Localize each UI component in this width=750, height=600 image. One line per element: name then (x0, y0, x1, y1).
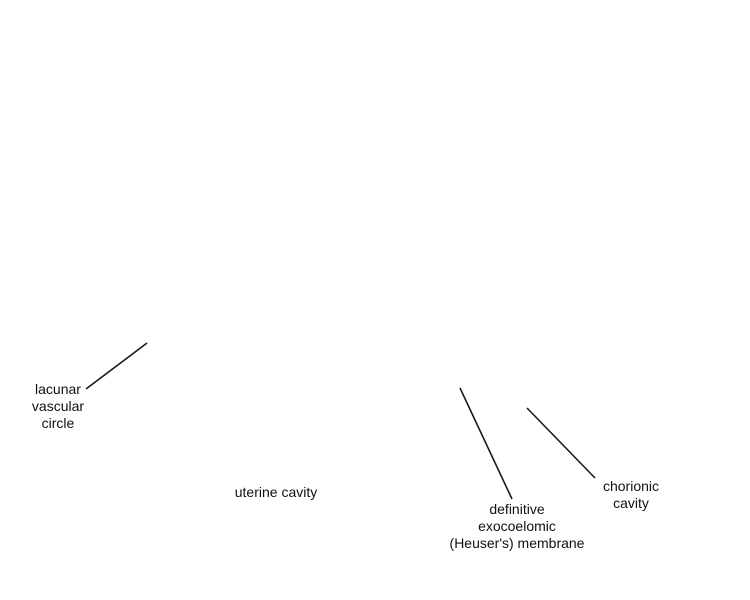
label-line: exocoelomic (478, 518, 556, 534)
label-line: lacunar (35, 381, 81, 397)
label-line: vascular (31, 398, 85, 414)
label-line: (Heuser's) membrane (449, 535, 585, 551)
leader-line-exocoelomic-membrane (459, 387, 513, 500)
leader-line-lacunar-vascular-circle (85, 342, 148, 390)
label-lacunar-vascular-circle: lacunar vascular circle (20, 381, 96, 432)
label-uterine-cavity: uterine cavity (226, 484, 326, 501)
label-line: chorionic (602, 478, 660, 494)
label-line: circle (41, 415, 75, 431)
label-line: uterine cavity (234, 484, 318, 500)
label-exocoelomic-membrane: definitive exocoelomic (Heuser's) membra… (436, 501, 598, 552)
leader-line-chorionic-cavity (526, 407, 596, 479)
label-chorionic-cavity: chorionic cavity (592, 478, 670, 512)
label-line: definitive (489, 501, 545, 517)
label-line: cavity (613, 495, 649, 511)
